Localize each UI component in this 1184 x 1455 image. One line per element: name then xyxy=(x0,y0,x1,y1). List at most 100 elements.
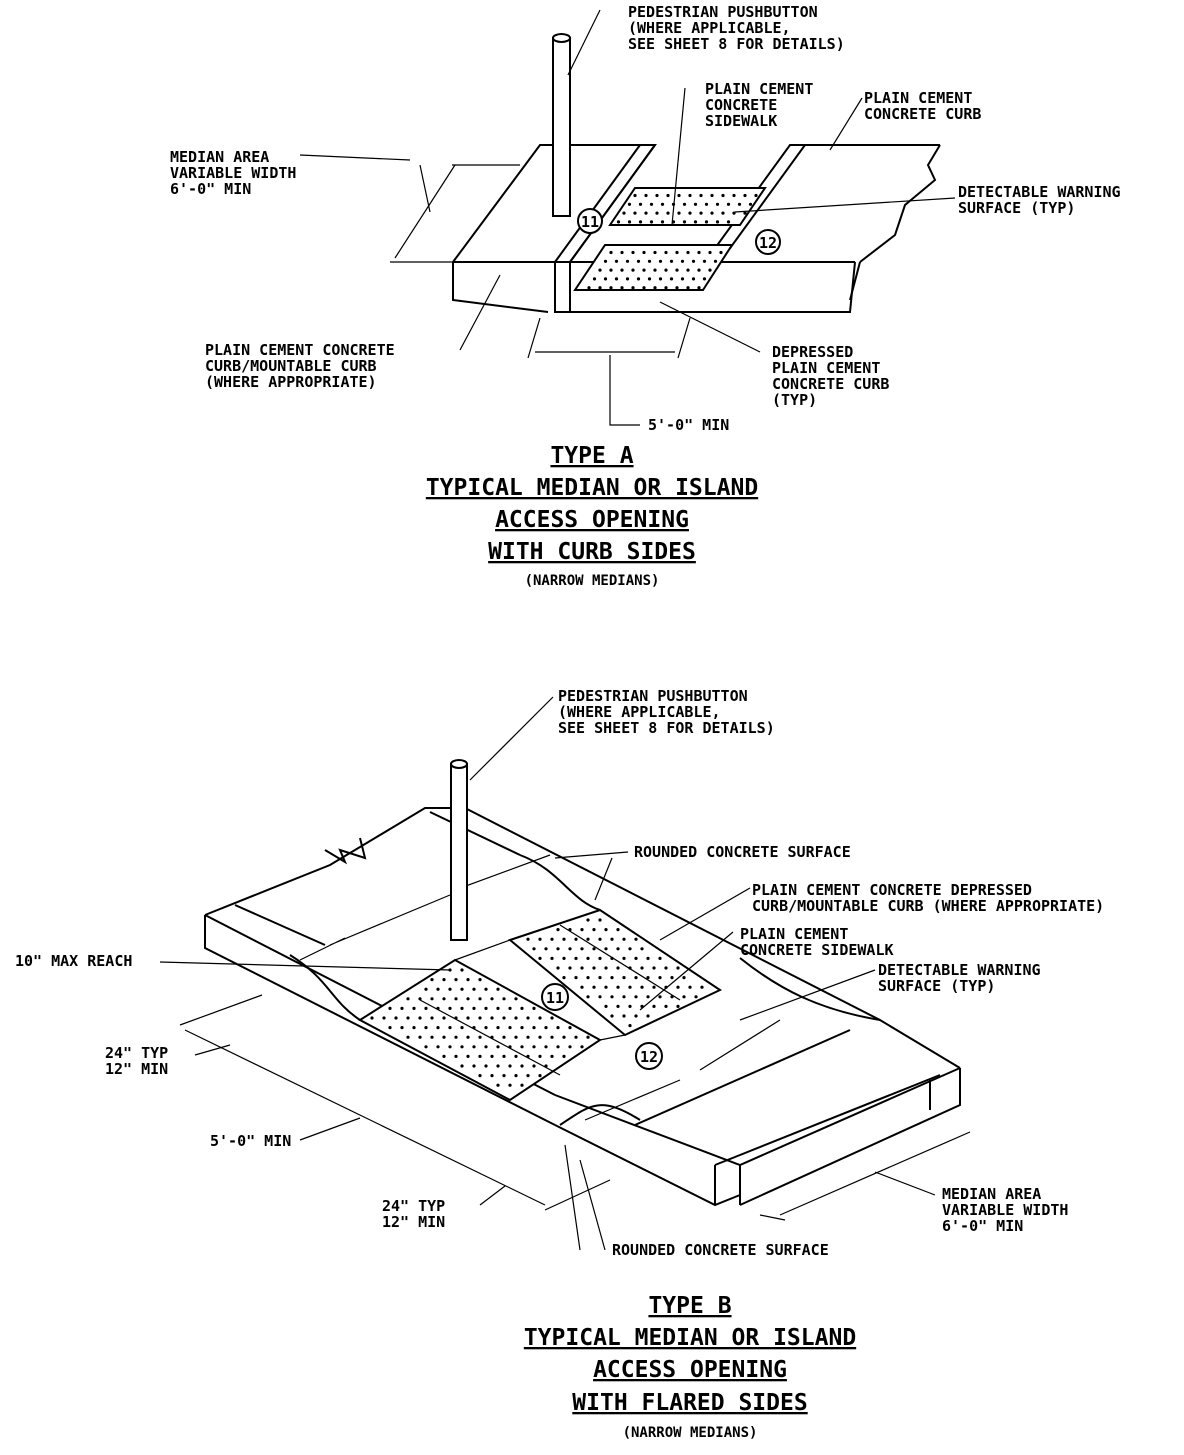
truncated-dome xyxy=(598,995,602,999)
truncated-dome xyxy=(580,985,584,989)
truncated-dome xyxy=(620,286,624,290)
truncated-dome xyxy=(660,220,665,224)
truncated-dome xyxy=(616,966,620,970)
truncated-dome xyxy=(622,211,626,215)
truncated-dome xyxy=(702,259,707,263)
truncated-dome xyxy=(675,250,679,255)
truncated-dome xyxy=(562,1054,566,1058)
truncated-dome xyxy=(669,277,674,281)
truncated-dome xyxy=(442,1054,446,1058)
truncated-dome xyxy=(658,995,662,999)
truncated-dome xyxy=(616,947,620,951)
truncated-dome xyxy=(622,995,626,999)
truncated-dome xyxy=(514,1054,518,1058)
type-a-subtitle: (NARROW MEDIANS) xyxy=(525,573,660,589)
truncated-dome xyxy=(732,211,736,215)
truncated-dome xyxy=(610,976,614,980)
truncated-dome xyxy=(726,202,731,206)
truncated-dome xyxy=(532,1045,536,1049)
type-a-width-dimension: 5'-0" MIN xyxy=(648,416,729,434)
truncated-dome xyxy=(610,956,614,961)
truncated-dome xyxy=(710,193,714,198)
truncated-dome xyxy=(418,1016,422,1020)
truncated-dome xyxy=(631,286,635,290)
truncated-dome xyxy=(669,259,674,263)
truncated-dome xyxy=(616,1004,620,1009)
truncated-dome xyxy=(490,1016,494,1020)
truncated-dome xyxy=(472,1045,476,1049)
truncated-dome xyxy=(448,1045,452,1049)
truncated-dome xyxy=(532,1006,536,1011)
truncated-dome xyxy=(460,968,464,972)
truncated-dome xyxy=(592,928,596,932)
truncated-dome xyxy=(676,966,680,970)
truncated-dome xyxy=(686,268,690,272)
truncated-dome xyxy=(400,1026,404,1030)
truncated-dome xyxy=(496,1006,500,1011)
type-a-callout-12: 12 xyxy=(759,234,777,252)
truncated-dome xyxy=(406,1016,410,1020)
truncated-dome xyxy=(721,193,725,198)
truncated-dome xyxy=(418,1035,422,1039)
truncated-dome xyxy=(460,1064,464,1068)
truncated-dome xyxy=(610,1014,614,1018)
truncated-dome xyxy=(466,1035,470,1039)
truncated-dome xyxy=(634,956,638,961)
truncated-dome xyxy=(466,978,470,982)
truncated-dome xyxy=(412,1006,416,1011)
truncated-dome xyxy=(653,286,657,290)
truncated-dome xyxy=(598,976,602,980)
truncated-dome xyxy=(502,1054,506,1058)
truncated-dome xyxy=(490,1035,494,1039)
truncated-dome xyxy=(496,987,500,991)
type-a-title-line-1: TYPE A xyxy=(550,443,633,469)
truncated-dome xyxy=(649,202,654,206)
truncated-dome xyxy=(634,995,638,999)
truncated-dome xyxy=(620,268,624,272)
truncated-dome xyxy=(538,1016,542,1020)
truncated-dome xyxy=(628,966,632,970)
truncated-dome xyxy=(676,985,680,989)
type-a-median-label: MEDIAN AREA VARIABLE WIDTH 6'-0" MIN xyxy=(170,148,305,198)
truncated-dome xyxy=(382,1016,386,1020)
truncated-dome xyxy=(496,1083,500,1087)
truncated-dome xyxy=(598,937,602,941)
truncated-dome xyxy=(580,928,584,932)
truncated-dome xyxy=(658,277,663,281)
truncated-dome xyxy=(424,987,428,991)
type-a-sidewalk-label: PLAIN CEMENT CONCRETE SIDEWALK xyxy=(705,80,822,130)
truncated-dome xyxy=(610,995,614,999)
truncated-dome xyxy=(670,976,674,980)
truncated-dome xyxy=(556,1026,560,1030)
truncated-dome xyxy=(721,211,725,215)
truncated-dome xyxy=(686,250,690,255)
truncated-dome xyxy=(609,286,613,290)
truncated-dome xyxy=(614,277,619,281)
truncated-dome xyxy=(634,1014,638,1018)
truncated-dome xyxy=(664,268,668,272)
truncated-dome xyxy=(454,978,458,982)
type-b-median-label: MEDIAN AREA VARIABLE WIDTH 6'-0" MIN xyxy=(942,1185,1077,1235)
truncated-dome xyxy=(675,286,679,290)
truncated-dome xyxy=(370,1016,374,1020)
truncated-dome xyxy=(652,985,656,989)
truncated-dome xyxy=(609,250,613,255)
truncated-dome xyxy=(538,956,542,961)
type-b-title-line-4: WITH FLARED SIDES xyxy=(572,1390,807,1416)
type-b-flare-bottom-dimension: 24" TYP 12" MIN xyxy=(382,1197,454,1231)
truncated-dome xyxy=(748,202,753,206)
truncated-dome xyxy=(454,997,458,1001)
truncated-dome xyxy=(658,976,662,980)
truncated-dome xyxy=(604,928,608,932)
truncated-dome xyxy=(688,211,692,215)
truncated-dome xyxy=(616,220,621,224)
truncated-dome xyxy=(520,1006,524,1011)
truncated-dome xyxy=(436,1045,440,1049)
truncated-dome xyxy=(538,1054,542,1058)
truncated-dome xyxy=(466,997,470,1001)
truncated-dome xyxy=(448,968,452,972)
truncated-dome xyxy=(631,268,635,272)
type-b-subtitle: (NARROW MEDIANS) xyxy=(623,1425,758,1441)
truncated-dome xyxy=(490,997,494,1001)
